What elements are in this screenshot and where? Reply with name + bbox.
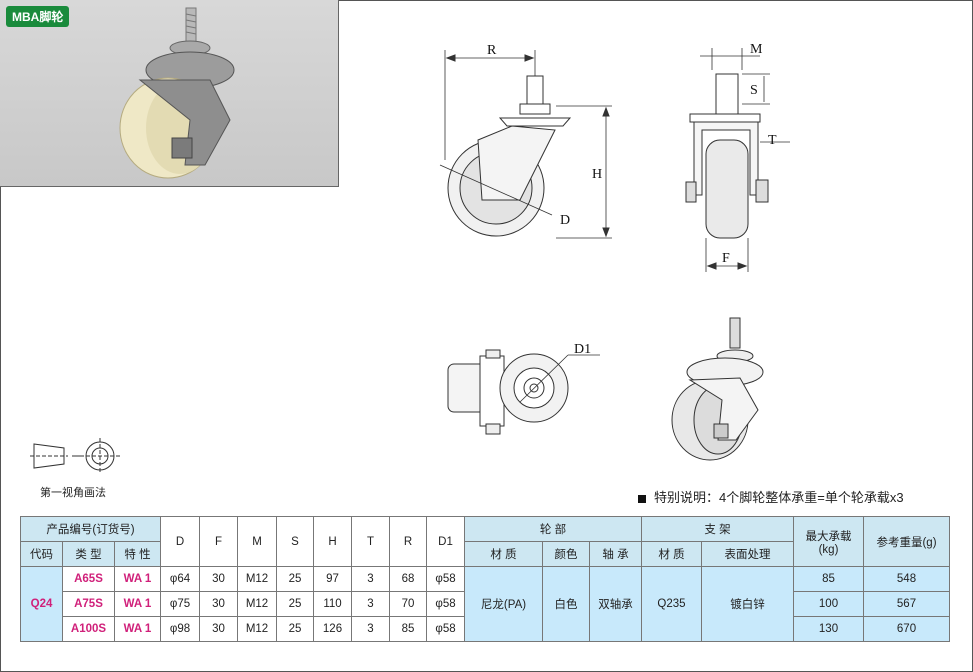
- header-surface: 表面处理: [701, 541, 794, 567]
- header-wheel-color: 颜色: [542, 541, 590, 567]
- square-bullet-icon: [638, 494, 646, 503]
- dim-label-S: S: [750, 83, 758, 98]
- first-angle-label: 第一视角画法: [40, 487, 106, 499]
- header-feature: 特 性: [114, 541, 161, 567]
- top-view-drawing: [447, 349, 600, 435]
- cell-type: A100S: [62, 616, 115, 642]
- load-note: 特别说明：4个脚轮整体承重=单个轮承载x3: [638, 487, 904, 506]
- cell-wheel-color: 白色: [542, 566, 590, 642]
- header-R: R: [389, 516, 427, 567]
- dim-label-T: T: [768, 133, 777, 148]
- cell-bracket-material: Q235: [641, 566, 702, 642]
- cell-M: M12: [237, 591, 277, 617]
- cell-type: A75S: [62, 591, 115, 617]
- cell-bearing: 双轴承: [589, 566, 642, 642]
- cell-surface: 镀白锌: [701, 566, 794, 642]
- header-type: 类 型: [62, 541, 115, 567]
- header-wheel-material: 材 质: [464, 541, 543, 567]
- cell-M: M12: [237, 616, 277, 642]
- cell-D1: φ58: [426, 566, 465, 592]
- table-row: A75S WA 1 φ75 30 M12 25 110 3 70 φ58 100…: [21, 591, 950, 617]
- table-row: Q24 A65S WA 1 φ64 30 M12 25 97 3 68 φ58 …: [20, 566, 950, 642]
- header-wheel-bearing: 轴 承: [589, 541, 642, 567]
- header-D1: D1: [426, 516, 465, 567]
- cell-weight: 670: [863, 616, 950, 642]
- header-T: T: [351, 516, 390, 567]
- cell-T: 3: [351, 566, 390, 592]
- header-bracket-material: 材 质: [641, 541, 702, 567]
- header-max-load: 最大承载(kg): [793, 516, 864, 567]
- cell-D1: φ58: [426, 616, 465, 642]
- header-M: M: [237, 516, 277, 567]
- caster-photo-illustration: [119, 7, 235, 179]
- product-photo: MBA脚轮: [0, 0, 339, 187]
- dim-label-F: F: [722, 251, 730, 266]
- dim-label-H: H: [592, 167, 602, 182]
- header-code: 代码: [20, 541, 63, 567]
- load-note-text: 特别说明：4个脚轮整体承重=单个轮承载x3: [654, 490, 904, 505]
- cell-H: 110: [313, 591, 352, 617]
- cell-load: 85: [793, 566, 864, 592]
- header-bracket: 支 架: [641, 516, 794, 542]
- cell-load: 100: [793, 591, 864, 617]
- cell-D: φ98: [160, 616, 200, 642]
- cell-R: 68: [389, 566, 427, 592]
- cell-H: 126: [313, 616, 352, 642]
- cell-D: φ64: [160, 566, 200, 592]
- cell-load: 130: [793, 616, 864, 642]
- header-S: S: [276, 516, 314, 567]
- cell-M: M12: [237, 566, 277, 592]
- product-badge: MBA脚轮: [6, 6, 70, 27]
- dim-label-D: D: [560, 213, 570, 228]
- header-H: H: [313, 516, 352, 567]
- cell-weight: 548: [863, 566, 950, 592]
- cell-R: 85: [389, 616, 427, 642]
- cell-feature: WA 1: [114, 591, 161, 617]
- header-product-number: 产品编号(订货号): [20, 516, 161, 542]
- side-view-drawing: [439, 50, 612, 239]
- dim-label-R: R: [487, 43, 497, 58]
- header-D: D: [160, 516, 200, 567]
- front-view-drawing: [685, 48, 790, 272]
- dim-label-M: M: [750, 42, 763, 57]
- cell-T: 3: [351, 616, 390, 642]
- first-angle-projection-icon: [30, 438, 120, 474]
- cell-feature: WA 1: [114, 566, 161, 592]
- header-max-load-line2: (kg): [818, 543, 839, 556]
- cell-weight: 567: [863, 591, 950, 617]
- cell-code: Q24: [20, 566, 63, 642]
- cell-F: 30: [199, 566, 238, 592]
- cell-S: 25: [276, 616, 314, 642]
- cell-S: 25: [276, 591, 314, 617]
- spec-table: 产品编号(订货号) D F M S H T R D1 轮 部 支 架 最大承载(…: [20, 516, 950, 642]
- technical-drawings: R D H M S T F D1: [439, 42, 790, 461]
- table-row: A100S WA 1 φ98 30 M12 25 126 3 85 φ58 13…: [21, 616, 950, 642]
- dim-label-D1: D1: [574, 342, 591, 357]
- cell-H: 97: [313, 566, 352, 592]
- header-wheel: 轮 部: [464, 516, 642, 542]
- header-max-load-line1: 最大承载: [805, 530, 852, 543]
- cell-D: φ75: [160, 591, 200, 617]
- cell-type: A65S: [62, 566, 115, 592]
- cell-feature: WA 1: [114, 616, 161, 642]
- cell-wheel-material: 尼龙(PA): [464, 566, 543, 642]
- cell-F: 30: [199, 591, 238, 617]
- cell-S: 25: [276, 566, 314, 592]
- cell-R: 70: [389, 591, 427, 617]
- cell-D1: φ58: [426, 591, 465, 617]
- header-F: F: [199, 516, 238, 567]
- header-ref-weight: 参考重量(g): [863, 516, 950, 567]
- cell-T: 3: [351, 591, 390, 617]
- iso-view-drawing: [671, 317, 764, 461]
- cell-F: 30: [199, 616, 238, 642]
